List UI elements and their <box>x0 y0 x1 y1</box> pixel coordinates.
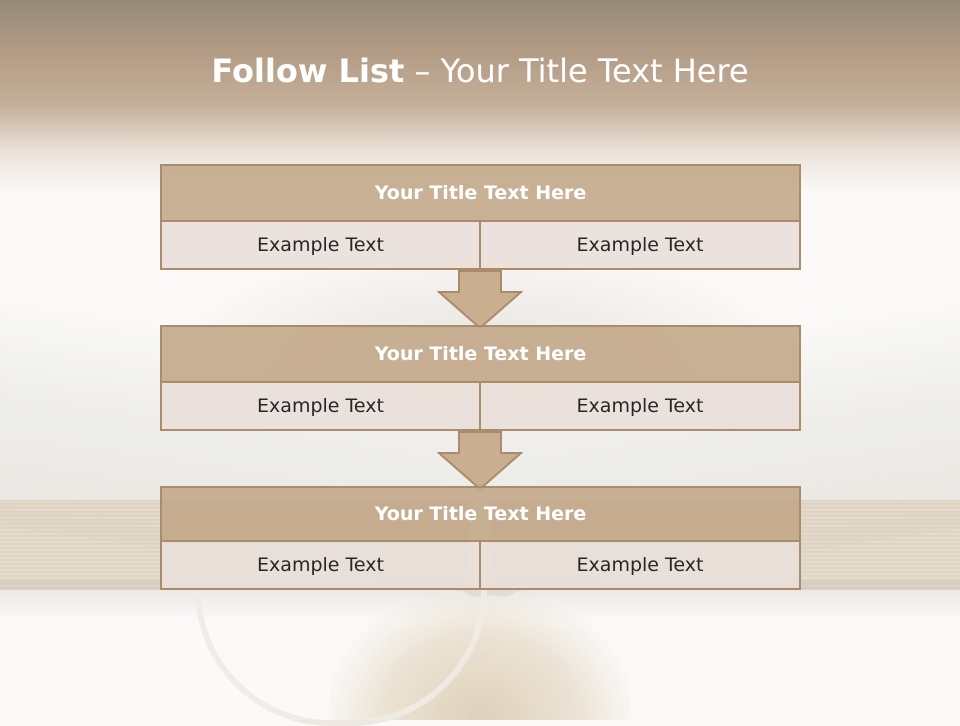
follow-step-1: Your Title Text Here Example Text Exampl… <box>160 164 801 270</box>
step-title: Your Title Text Here <box>160 325 801 383</box>
slide-title-separator: – <box>404 52 441 90</box>
step-title: Your Title Text Here <box>160 164 801 222</box>
step-left-text: Example Text <box>160 383 481 431</box>
step-left-text: Example Text <box>160 222 481 270</box>
slide-title-bold: Follow List <box>211 52 405 90</box>
follow-step-3: Your Title Text Here Example Text Exampl… <box>160 486 801 592</box>
down-arrow-icon <box>437 270 523 330</box>
step-right-text: Example Text <box>479 222 801 270</box>
background-top-band <box>0 0 960 190</box>
step-title: Your Title Text Here <box>160 486 801 542</box>
slide-title: Follow List – Your Title Text Here <box>0 52 960 90</box>
slide-title-rest: Your Title Text Here <box>440 52 749 90</box>
step-left-text: Example Text <box>160 542 481 590</box>
follow-step-2: Your Title Text Here Example Text Exampl… <box>160 325 801 431</box>
step-right-text: Example Text <box>479 542 801 590</box>
step-right-text: Example Text <box>479 383 801 431</box>
down-arrow-icon <box>437 431 523 491</box>
